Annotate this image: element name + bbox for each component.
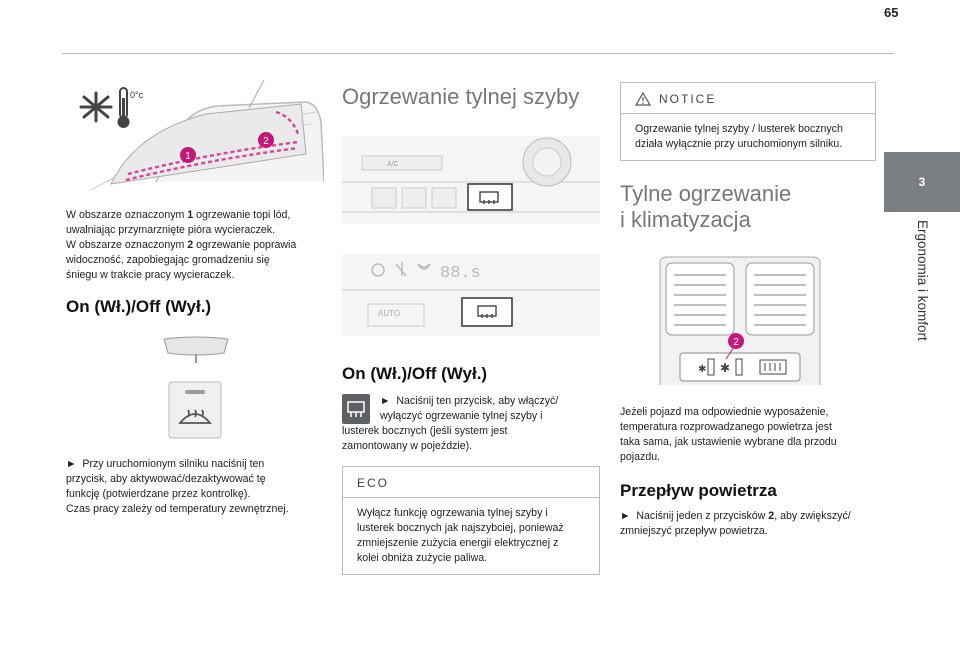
rear-instr-line-2: wyłączyć ogrzewanie tylnej szyby i <box>380 410 543 422</box>
eco-line-1: Wyłącz funkcję ogrzewania tylnej szyby i <box>357 507 548 519</box>
instr-line-1: ► Przy uruchomionym silniku naciśnij ten <box>66 458 265 470</box>
section-title-rear-climate: Tylne ogrzewanie i klimatyzacja <box>620 181 878 233</box>
temp-label: 0°c <box>130 90 144 100</box>
svg-text:2: 2 <box>733 337 739 348</box>
windshield-illustration: 0°c 1 2 <box>79 79 325 191</box>
rear-defrost-icon <box>479 191 499 204</box>
rear-vents-figure: ✱ ✱ 2 <box>650 255 830 395</box>
callout-1: 1 <box>180 147 196 163</box>
rear-instr-line-4: zamontowany w pojeździe). <box>342 440 473 452</box>
airflow-paragraph: ► Naciśnij jeden z przycisków 2, aby zwi… <box>620 509 878 539</box>
eco-line-2: lusterek bocznych jak najszybciej, ponie… <box>357 522 564 534</box>
climate-panel-2: 88.s AUTO <box>342 254 600 336</box>
notice-body: Ogrzewanie tylnej szyby / lusterek boczn… <box>621 114 875 160</box>
climate-panel-1: A/C <box>342 136 600 224</box>
front-defrost-icon <box>178 409 212 424</box>
svg-text:88.s: 88.s <box>440 264 481 283</box>
intro-line-2: uwalniając przymarznięte pióra wycieracz… <box>66 224 276 236</box>
thermometer-icon <box>117 87 130 128</box>
heading-on-off-2: On (Wł.)/Off (Wył.) <box>342 364 488 383</box>
rear-climate-title-line-2: i klimatyzacja <box>620 207 751 232</box>
column-middle: Ogrzewanie tylnej szyby A/C <box>342 62 602 575</box>
eco-body: Wyłącz funkcję ogrzewania tylnej szyby i… <box>343 498 599 574</box>
eco-line-4: kolei obniża zużycie paliwa. <box>357 552 488 564</box>
windshield-button-figure <box>168 381 222 439</box>
info-line-1: Jeżeli pojazd ma odpowiednie wyposażenie… <box>620 406 829 418</box>
info-line-2: temperatura rozprowadzanego powietrza je… <box>620 421 832 433</box>
intro-line-5: śniegu w trakcie pracy wycieraczek. <box>66 269 235 281</box>
instr-line-3: funkcję (potwierdzane przez kontrolkę). <box>66 488 251 500</box>
eco-box: ECO Wyłącz funkcję ogrzewania tylnej szy… <box>342 466 600 575</box>
rear-climate-title-line-1: Tylne ogrzewanie <box>620 181 792 206</box>
bullet-arrow-3: ► <box>620 510 631 522</box>
panel-figure-1: A/C <box>342 136 600 224</box>
flow-line-1: ► Naciśnij jeden z przycisków 2, aby zwi… <box>620 510 851 522</box>
instruction-paragraph: ► Przy uruchomionym silniku naciśnij ten… <box>66 457 326 517</box>
rear-defrost-button-icon <box>342 394 370 424</box>
rearview-mirror-icon <box>163 336 229 363</box>
info-line-3: taka sama, jak ustawienie wybrane dla pr… <box>620 436 837 448</box>
svg-text:2: 2 <box>263 136 269 147</box>
bullet-arrow-2: ► <box>380 395 391 407</box>
rear-instr-line-1: ► Naciśnij ten przycisk, aby włączyć/ <box>380 395 559 407</box>
front-defrost-button[interactable] <box>168 381 222 439</box>
svg-text:A/C: A/C <box>387 161 399 168</box>
warning-icon <box>635 92 651 106</box>
flow-line-2: zmniejszyć przepływ powietrza. <box>620 525 768 537</box>
notice-box: NOTICE Ogrzewanie tylnej szyby / lustere… <box>620 82 876 161</box>
instr-line-4: Czas pracy zależy od temperatury zewnętr… <box>66 503 289 515</box>
mode-icons <box>371 262 431 277</box>
svg-text:AUTO: AUTO <box>378 309 400 318</box>
callout-2: 2 <box>258 132 274 148</box>
eco-line-3: zmniejszenie zużycia energii elektryczne… <box>357 537 559 549</box>
intro-line-1: W obszarze oznaczonym 1 ogrzewanie topi … <box>66 209 291 221</box>
intro-line-3: W obszarze oznaczonym 2 ogrzewanie popra… <box>66 239 297 251</box>
instr-line-2: przycisk, aby aktywować/dezaktywować tę <box>66 473 266 485</box>
notice-title: NOTICE <box>659 92 717 106</box>
svg-text:✱: ✱ <box>720 361 730 375</box>
section-title-rear-window: Ogrzewanie tylnej szyby <box>342 84 580 109</box>
column-left: 0°c 1 2 W obszarze oznacz <box>66 62 326 517</box>
mirror-figure <box>160 335 232 365</box>
fan-control-icons: ✱ ✱ <box>698 358 787 376</box>
top-rule <box>62 53 894 54</box>
notice-line-1: Ogrzewanie tylnej szyby / lusterek boczn… <box>635 123 843 135</box>
bullet-arrow: ► <box>66 458 77 470</box>
rear-instr-line-3: lusterek bocznych (jeśli system jest <box>342 425 508 437</box>
chapter-tab[interactable]: 3 <box>884 152 960 212</box>
page-number: 65 <box>884 5 899 20</box>
rear-vents-illustration: ✱ ✱ 2 <box>659 256 821 385</box>
snowflake-icon <box>79 91 113 123</box>
intro-line-4: widoczność, zapobiegając gromadzeniu się <box>66 254 270 266</box>
windshield-figure: 0°c 1 2 <box>66 62 325 192</box>
rear-instruction: ► Naciśnij ten przycisk, aby włączyć/ wy… <box>342 394 602 454</box>
rear-defrost-icon-2 <box>477 305 497 318</box>
svg-text:1: 1 <box>185 151 191 162</box>
eco-title: ECO <box>343 467 599 498</box>
chapter-title-text: Ergonomia i komfort <box>915 220 930 341</box>
panel-figure-2: 88.s AUTO <box>342 254 600 336</box>
heading-airflow: Przepływ powietrza <box>620 481 777 500</box>
column-right: NOTICE Ogrzewanie tylnej szyby / lustere… <box>620 62 878 539</box>
heating-waves <box>125 110 300 182</box>
svg-text:✱: ✱ <box>698 364 706 375</box>
notice-line-2: działa wyłącznie przy uruchomionym silni… <box>635 138 843 150</box>
notice-header: NOTICE <box>621 83 875 114</box>
heading-on-off-1: On (Wł.)/Off (Wył.) <box>66 297 212 316</box>
info-line-4: pojazdu. <box>620 451 661 463</box>
info-paragraph: Jeżeli pojazd ma odpowiednie wyposażenie… <box>620 405 878 465</box>
intro-paragraph: W obszarze oznaczonym 1 ogrzewanie topi … <box>66 208 326 283</box>
callout-2-rear: 2 <box>728 333 744 349</box>
